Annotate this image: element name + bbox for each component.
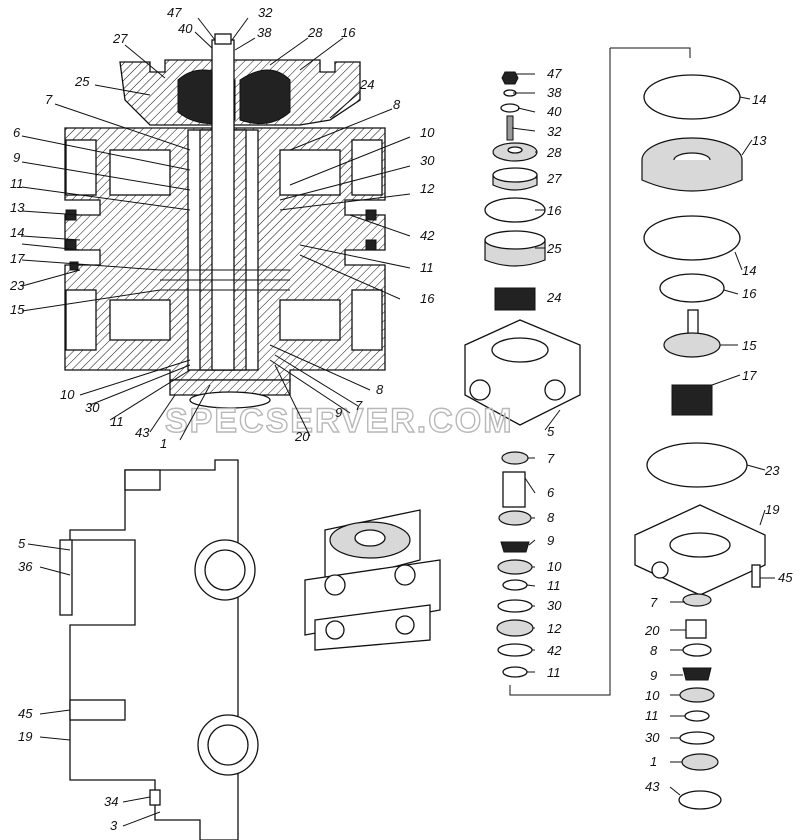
- callout-label: 10: [420, 125, 435, 140]
- callout-label: 13: [752, 133, 767, 148]
- callout-label: 8: [376, 382, 384, 397]
- callout-label: 40: [547, 104, 562, 119]
- callout-label: 1: [650, 754, 657, 769]
- callout-label: 15: [742, 338, 757, 353]
- callout-label: 9: [335, 405, 342, 420]
- callout-label: 36: [18, 559, 33, 574]
- side-view: [59, 459, 259, 840]
- callout-label: 8: [547, 510, 555, 525]
- callout-label: 43: [645, 779, 660, 794]
- callout-label: 10: [645, 688, 660, 703]
- assembled-view: [304, 509, 441, 651]
- section-labels: 47 32 40 38 28 16 27 25 24 7 8 6 10 9 30…: [9, 5, 435, 451]
- callout-label: 8: [393, 97, 401, 112]
- callout-label: 9: [650, 668, 657, 683]
- callout-label: 11: [645, 708, 659, 723]
- exploded-center-labels: 47 38 40 32 28 27 16 25 24 5 7 6 8 9 10 …: [546, 66, 562, 680]
- callout-label: 10: [547, 559, 562, 574]
- callout-label: 27: [112, 31, 128, 46]
- exploded-right: [509, 47, 766, 810]
- callout-label: 38: [547, 85, 562, 100]
- watermark: SPECSERVER.COM: [165, 402, 514, 440]
- callout-label: 8: [650, 643, 658, 658]
- callout-label: 30: [85, 400, 100, 415]
- callout-label: 42: [420, 228, 435, 243]
- callout-label: 17: [10, 251, 25, 266]
- callout-label: 20: [294, 429, 310, 444]
- callout-label: 16: [341, 25, 356, 40]
- callout-label: 28: [307, 25, 323, 40]
- callout-label: 16: [420, 291, 435, 306]
- exploded-center: [464, 71, 581, 678]
- callout-label: 25: [74, 74, 90, 89]
- callout-label: 19: [18, 729, 32, 744]
- callout-label: 27: [546, 171, 562, 186]
- callout-label: 16: [742, 286, 757, 301]
- callout-label: 9: [13, 150, 20, 165]
- callout-label: 11: [110, 414, 124, 429]
- callout-label: 42: [547, 643, 562, 658]
- callout-label: 11: [420, 260, 434, 275]
- callout-label: 23: [9, 278, 25, 293]
- callout-label: 23: [764, 463, 780, 478]
- callout-label: 7: [650, 595, 658, 610]
- callout-label: 11: [547, 578, 561, 593]
- callout-label: 40: [178, 21, 193, 36]
- callout-label: 14: [742, 263, 756, 278]
- callout-label: 30: [547, 598, 562, 613]
- callout-label: 15: [10, 302, 25, 317]
- callout-label: 7: [547, 451, 555, 466]
- callout-label: 34: [104, 794, 118, 809]
- callout-label: 30: [645, 730, 660, 745]
- callout-label: 12: [547, 621, 562, 636]
- callout-label: 47: [167, 5, 182, 20]
- side-labels: 5 36 45 19 34 3: [18, 536, 118, 833]
- callout-label: 3: [110, 818, 118, 833]
- callout-label: 6: [13, 125, 21, 140]
- callout-label: 7: [355, 398, 363, 413]
- callout-label: 12: [420, 181, 435, 196]
- callout-label: 16: [547, 203, 562, 218]
- callout-label: 5: [547, 424, 555, 439]
- callout-label: 45: [18, 706, 33, 721]
- callout-label: 14: [752, 92, 766, 107]
- callout-label: 10: [60, 387, 75, 402]
- callout-label: 32: [258, 5, 273, 20]
- callout-label: 47: [547, 66, 562, 81]
- callout-label: 1: [160, 436, 167, 451]
- callout-label: 25: [546, 241, 562, 256]
- callout-label: 14: [10, 225, 24, 240]
- callout-label: 9: [547, 533, 554, 548]
- callout-label: 20: [644, 623, 660, 638]
- callout-label: 19: [765, 502, 779, 517]
- callout-label: 13: [10, 200, 25, 215]
- callout-label: 17: [742, 368, 757, 383]
- exploded-right-labels: 14 13 14 16 15 17 23 19 45 7 20 8 9 10 1…: [644, 92, 793, 794]
- section-view: [64, 33, 386, 409]
- callout-label: 30: [420, 153, 435, 168]
- callout-label: 43: [135, 425, 150, 440]
- callout-label: 38: [257, 25, 272, 40]
- leader-lines: [21, 17, 775, 827]
- callout-label: 7: [45, 92, 53, 107]
- callout-label: 24: [546, 290, 561, 305]
- callout-label: 24: [359, 77, 374, 92]
- callout-label: 32: [547, 124, 562, 139]
- callout-label: 11: [10, 176, 24, 191]
- callout-label: 45: [778, 570, 793, 585]
- callout-label: 5: [18, 536, 26, 551]
- callout-label: 11: [547, 665, 561, 680]
- callout-label: 28: [546, 145, 562, 160]
- callout-label: 6: [547, 485, 555, 500]
